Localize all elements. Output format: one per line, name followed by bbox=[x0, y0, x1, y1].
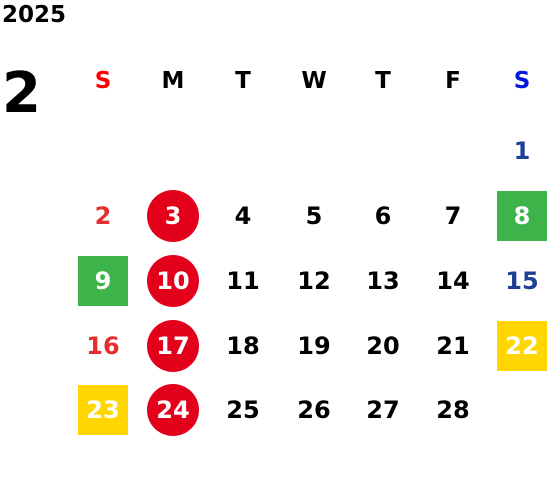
day-cell-18[interactable]: 18 bbox=[226, 332, 260, 360]
day-cell-19[interactable]: 19 bbox=[297, 332, 331, 360]
day-cell-23[interactable]: 23 bbox=[78, 385, 128, 435]
weekday-header-thursday: T bbox=[375, 68, 391, 94]
day-cell-8[interactable]: 8 bbox=[497, 191, 547, 241]
day-cell-20[interactable]: 20 bbox=[366, 332, 400, 360]
day-cell-28[interactable]: 28 bbox=[436, 396, 470, 424]
day-cell-5[interactable]: 5 bbox=[305, 202, 323, 230]
year-label: 2025 bbox=[2, 2, 67, 28]
day-cell-21[interactable]: 21 bbox=[436, 332, 470, 360]
day-cell-1[interactable]: 1 bbox=[513, 137, 531, 165]
weekday-header-wednesday: W bbox=[301, 68, 327, 94]
day-cell-13[interactable]: 13 bbox=[366, 267, 400, 295]
day-cell-7[interactable]: 7 bbox=[444, 202, 462, 230]
day-cell-24[interactable]: 24 bbox=[147, 384, 199, 436]
day-cell-10[interactable]: 10 bbox=[147, 255, 199, 307]
weekday-header-friday: F bbox=[445, 68, 461, 94]
day-cell-12[interactable]: 12 bbox=[297, 267, 331, 295]
day-cell-2[interactable]: 2 bbox=[94, 202, 112, 230]
month-number: 2 bbox=[2, 61, 41, 126]
weekday-header-monday: M bbox=[161, 68, 185, 94]
day-cell-22[interactable]: 22 bbox=[497, 321, 547, 371]
day-cell-6[interactable]: 6 bbox=[374, 202, 392, 230]
weekday-header-tuesday: T bbox=[235, 68, 251, 94]
day-cell-26[interactable]: 26 bbox=[297, 396, 331, 424]
weekday-header-saturday: S bbox=[513, 68, 531, 94]
day-cell-11[interactable]: 11 bbox=[226, 267, 260, 295]
day-cell-14[interactable]: 14 bbox=[436, 267, 470, 295]
day-cell-17[interactable]: 17 bbox=[147, 320, 199, 372]
day-cell-9[interactable]: 9 bbox=[78, 256, 128, 306]
day-cell-27[interactable]: 27 bbox=[366, 396, 400, 424]
day-cell-25[interactable]: 25 bbox=[226, 396, 260, 424]
weekday-header-sunday: S bbox=[94, 68, 112, 94]
day-cell-3[interactable]: 3 bbox=[147, 190, 199, 242]
day-cell-15[interactable]: 15 bbox=[505, 267, 539, 295]
day-cell-4[interactable]: 4 bbox=[234, 202, 252, 230]
day-cell-16[interactable]: 16 bbox=[86, 332, 120, 360]
